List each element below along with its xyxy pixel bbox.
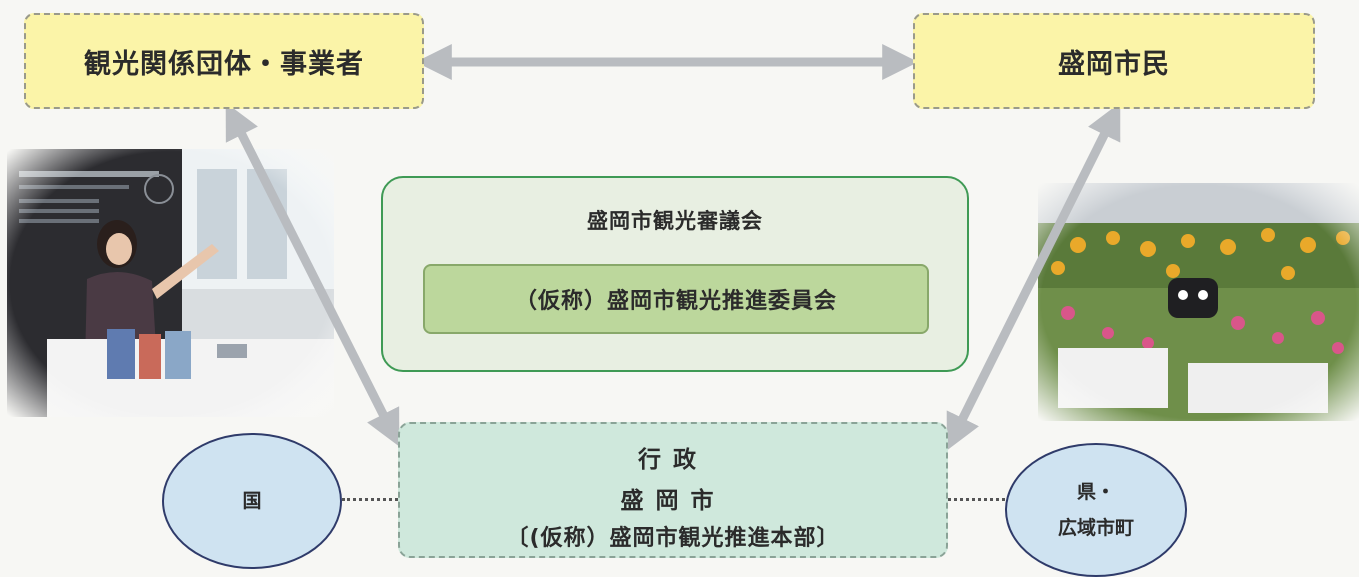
citizens-box: 盛岡市民 (913, 13, 1315, 109)
dotted-link-national (342, 498, 398, 501)
municipalities-label: 広域市町 (1057, 517, 1134, 539)
promotion-headquarters-label: 〔(仮称）盛岡市観光推進本部〕 (506, 526, 840, 551)
tourism-groups-label: 観光関係団体・事業者 (84, 48, 364, 80)
tourism-promotion-committee-box: （仮称）盛岡市観光推進委員会 (423, 264, 929, 334)
tourism-groups-box: 観光関係団体・事業者 (24, 13, 424, 109)
tourism-council-box: 盛岡市観光審議会 （仮称）盛岡市観光推進委員会 (381, 176, 969, 372)
national-government-circle: 国 (162, 433, 342, 569)
prefecture-municipalities-circle: 県・ 広域市町 (1005, 443, 1187, 577)
tourism-council-title: 盛岡市観光審議会 (587, 209, 763, 233)
arrow-groups-admin (225, 102, 400, 447)
dotted-link-prefecture (948, 498, 1005, 501)
administration-box: 行政 盛岡市 〔(仮称）盛岡市観光推進本部〕 (398, 422, 948, 558)
citizens-label: 盛岡市民 (1058, 48, 1170, 80)
administration-heading: 行政 (638, 447, 708, 473)
committee-label: （仮称）盛岡市観光推進委員会 (514, 289, 837, 314)
city-name: 盛岡市 (620, 488, 726, 514)
arrow-citizens-admin (946, 102, 1121, 451)
national-label: 国 (242, 489, 262, 512)
prefecture-label: 県・ (1076, 480, 1115, 503)
